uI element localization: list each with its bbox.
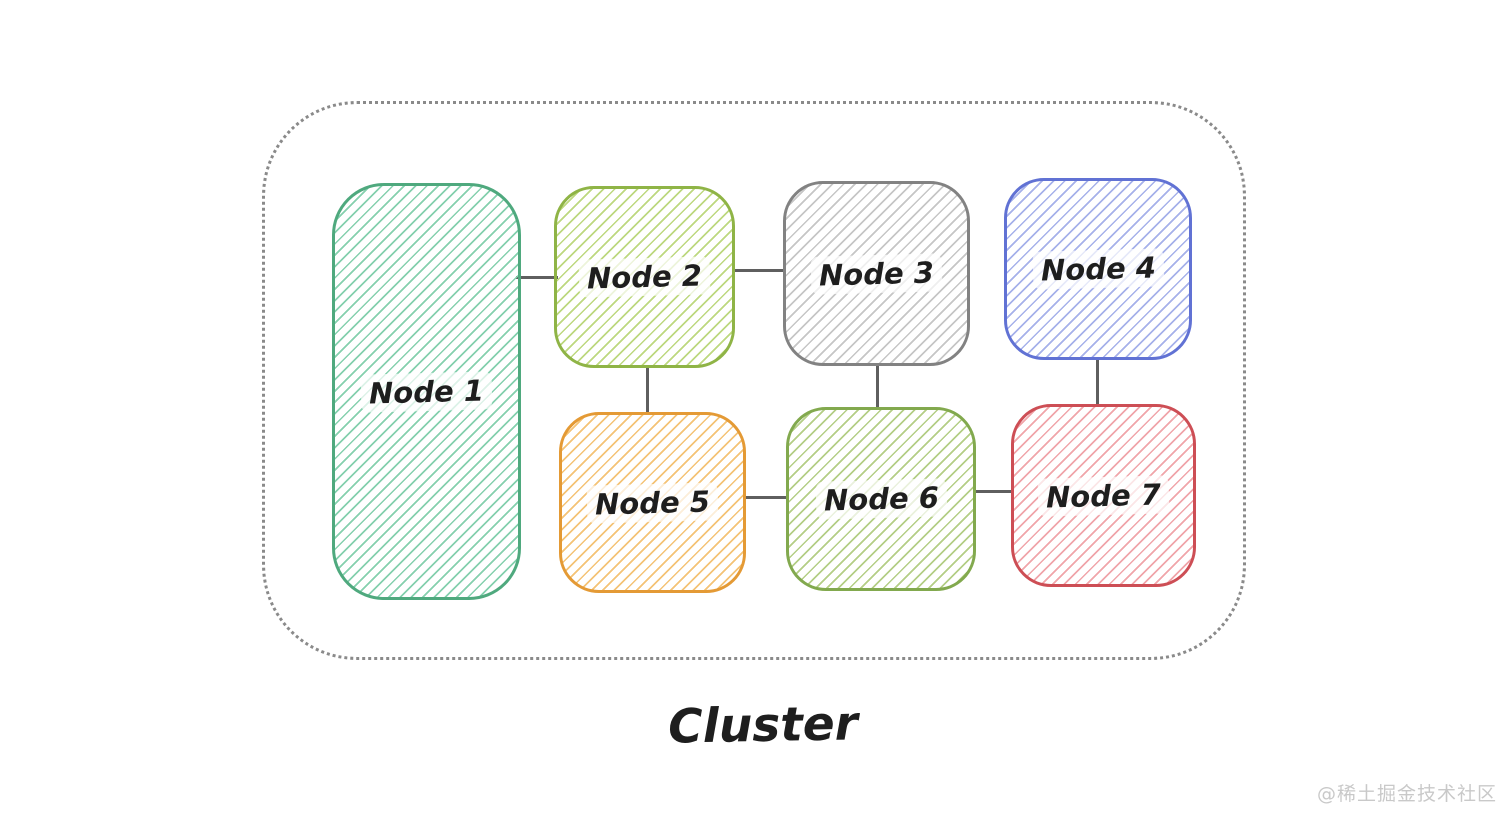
node-3-label: Node 3 (810, 252, 943, 295)
edge-node3-node6 (876, 364, 879, 409)
node-1: Node 1 (332, 183, 521, 600)
edge-node6-node7 (973, 490, 1014, 493)
node-1-label: Node 1 (360, 370, 493, 413)
node-2: Node 2 (554, 186, 735, 368)
watermark-text: @稀土掘金技术社区 (1316, 783, 1497, 805)
cluster-title: Cluster (667, 696, 859, 755)
edge-node5-node6 (743, 496, 789, 499)
node-5-label: Node 5 (586, 481, 719, 524)
node-7: Node 7 (1011, 404, 1196, 587)
cluster-boundary (262, 101, 1246, 660)
edge-node4-node7 (1096, 358, 1099, 406)
node-4: Node 4 (1004, 178, 1192, 360)
node-6-label: Node 6 (815, 478, 947, 520)
node-3: Node 3 (783, 181, 970, 366)
node-6: Node 6 (786, 407, 976, 591)
node-2-label: Node 2 (578, 256, 711, 298)
edge-node1-node2 (516, 276, 558, 279)
node-5: Node 5 (559, 412, 746, 593)
node-7-label: Node 7 (1037, 474, 1170, 517)
edge-node2-node5 (646, 366, 649, 414)
node-4-label: Node 4 (1032, 248, 1164, 290)
edge-node2-node3 (732, 269, 786, 272)
